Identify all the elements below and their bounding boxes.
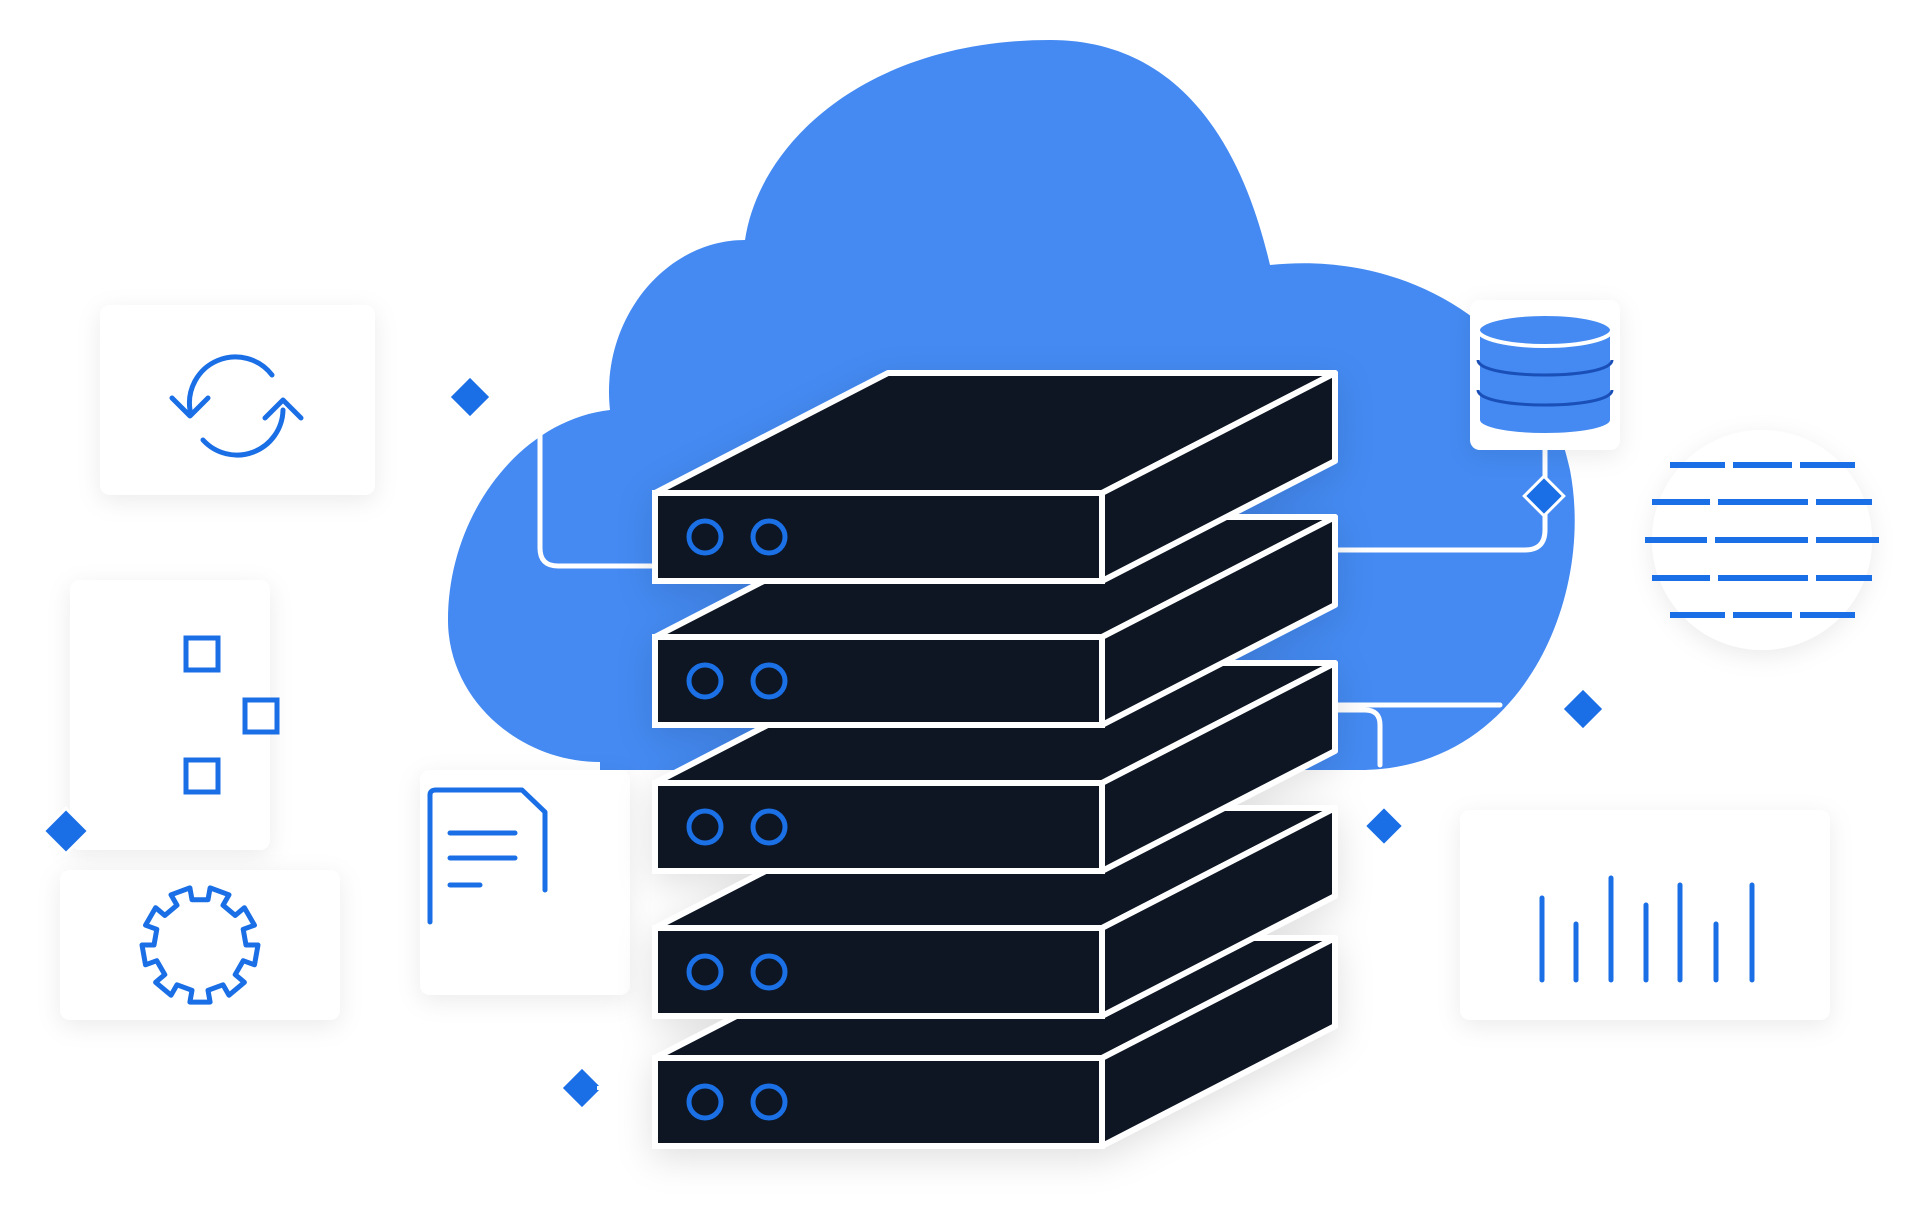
diamond-decorations [41,373,1607,1112]
server-led-icon [686,662,724,700]
server-led-icon [686,1083,724,1121]
connector-line-left [537,427,663,569]
server-led-icon [686,808,724,846]
diamond-icon [41,806,91,856]
connector-line-right-top [1327,437,1548,553]
connector-line-right-bottom [1327,707,1383,768]
server-front-face [652,925,1105,1019]
server-led-icon [750,808,788,846]
sync-icon [169,354,304,458]
diamond-icon [1559,685,1607,733]
diamond-icon [1362,804,1406,848]
diamond-icon [446,373,494,421]
gear-icon [139,885,261,1005]
server-led-icon [750,953,788,991]
document-icon [427,787,548,925]
globe-icon [1645,462,1879,618]
nodes-card [70,580,270,850]
document-card [420,770,630,995]
diamond-icon [1522,474,1566,518]
sync-card [100,305,375,495]
server-led-icon [750,1083,788,1121]
bar-chart-icon [1539,875,1755,983]
connector-lines [537,427,1548,768]
server-unit [652,370,1338,584]
server-front-face [652,1055,1105,1149]
nodes-icon [183,635,280,795]
server-led-icon [750,518,788,556]
diamond-icon [558,1064,606,1112]
gear-card [60,870,340,1020]
server-front-face [652,490,1105,584]
server-led-icon [686,518,724,556]
server-front-face [652,634,1105,728]
database-icon [1476,312,1614,437]
server-stack [652,370,1338,1149]
server-led-icon [750,662,788,700]
server-led-icon [686,953,724,991]
server-front-face [652,780,1105,874]
